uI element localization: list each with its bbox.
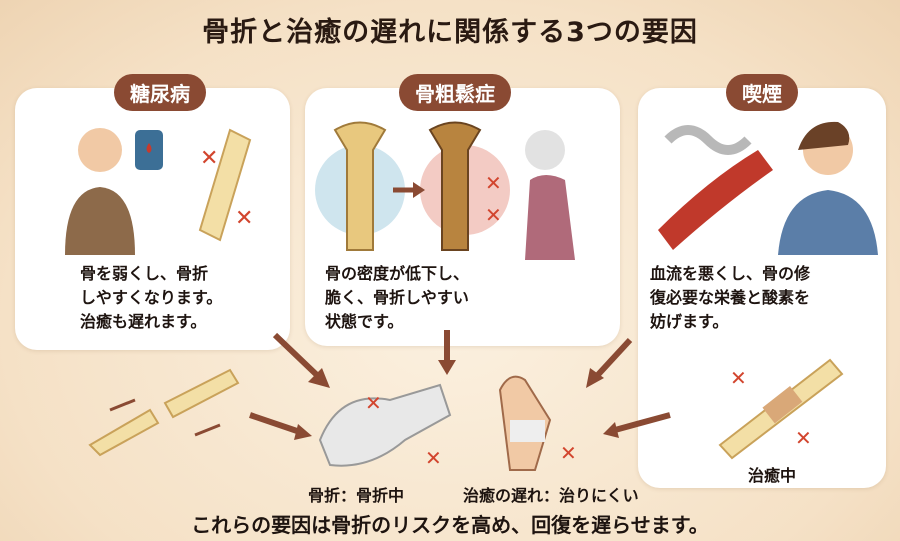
diabetes-illustration: ✕✕ bbox=[65, 128, 253, 255]
pill-osteoporosis: 骨粗鬆症 bbox=[399, 74, 511, 111]
page-title: 骨折と治癒の遅れに関係する3つの要因 bbox=[202, 17, 698, 48]
delayed-healing-label: 治癒の遅れ：治りにくい bbox=[463, 486, 639, 505]
pill-diabetes: 糖尿病 bbox=[114, 74, 206, 111]
osteoporosis-description: 骨の密度が低下し、 脆く、骨折しやすい 状態です。 bbox=[325, 262, 469, 334]
pill-smoking: 喫煙 bbox=[726, 74, 798, 111]
description-line: 骨の密度が低下し、 bbox=[325, 264, 470, 283]
svg-text:✕: ✕ bbox=[485, 171, 502, 195]
description-line: しやすくなります。 bbox=[80, 288, 223, 307]
svg-text:✕: ✕ bbox=[425, 446, 442, 470]
healing-label: 治癒中 bbox=[748, 466, 797, 485]
svg-text:✕: ✕ bbox=[795, 426, 812, 450]
diabetes-description: 骨を弱くし、骨折 しやすくなります。 治癒も遅れます。 bbox=[80, 262, 222, 334]
description-line: 妨げます。 bbox=[650, 312, 729, 331]
svg-text:✕: ✕ bbox=[365, 391, 382, 415]
svg-text:✕: ✕ bbox=[485, 203, 502, 227]
description-line: 復必要な栄養と酸素を bbox=[650, 288, 811, 307]
description-line: 血流を悪くし、骨の修 bbox=[650, 264, 811, 283]
cast-and-hand-illustration: ✕ ✕ ✕ bbox=[318, 375, 577, 471]
description-line: 治癒も遅れます。 bbox=[80, 312, 207, 331]
svg-text:✕: ✕ bbox=[235, 206, 253, 231]
svg-text:✕: ✕ bbox=[560, 441, 577, 465]
svg-text:✕: ✕ bbox=[730, 366, 747, 390]
broken-bone-illustration bbox=[88, 368, 240, 457]
smoking-illustration bbox=[658, 121, 878, 255]
osteoporosis-illustration: ✕✕ bbox=[315, 121, 575, 260]
description-line: 脆く、骨折しやすい bbox=[325, 288, 469, 307]
smoking-description: 血流を悪くし、骨の修 復必要な栄養と酸素を 妨げます。 bbox=[650, 262, 810, 334]
summary-text: これらの要因は骨折のリスクを高め、回復を遅らせます。 bbox=[191, 513, 709, 537]
description-line: 状態です。 bbox=[325, 312, 404, 331]
description-line: 骨を弱くし、骨折 bbox=[80, 264, 209, 283]
healing-bone-illustration: ✕✕ bbox=[718, 358, 844, 460]
bone-icon bbox=[198, 128, 252, 242]
fracture-label: 骨折：骨折中 bbox=[308, 486, 405, 505]
svg-text:✕: ✕ bbox=[200, 146, 218, 171]
